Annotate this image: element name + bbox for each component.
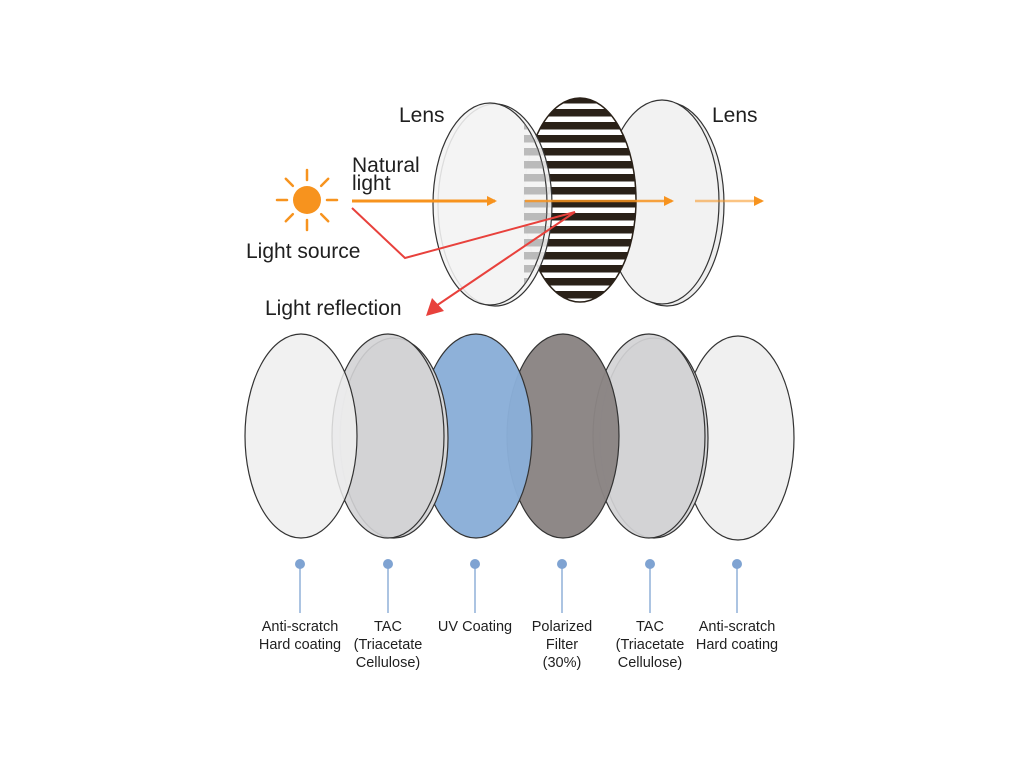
layer-label-line: Cellulose) bbox=[618, 655, 682, 671]
layer-label-line: Polarized bbox=[532, 619, 592, 635]
sun-icon bbox=[275, 168, 339, 232]
layer-label-line: (Triacetate bbox=[616, 637, 685, 653]
layer-pin-dot bbox=[557, 559, 567, 569]
layer-label-line: TAC bbox=[636, 619, 664, 635]
lens-left-label: Lens bbox=[399, 104, 445, 127]
layer-pin-dot bbox=[295, 559, 305, 569]
layer-label-line: Anti-scratch bbox=[699, 619, 776, 635]
light-reflection-label: Light reflection bbox=[265, 297, 402, 320]
layer-label-line: UV Coating bbox=[438, 619, 512, 635]
layer-pin-dot bbox=[732, 559, 742, 569]
layer-label: UV Coating bbox=[438, 619, 512, 635]
layer-label-line: (30%) bbox=[543, 655, 582, 671]
layer-label-line: (Triacetate bbox=[354, 637, 423, 653]
natural-light-label-line2: light bbox=[352, 172, 391, 195]
layer-label-line: Hard coating bbox=[696, 637, 778, 653]
layer-label-line: Cellulose) bbox=[356, 655, 420, 671]
layer-label-line: TAC bbox=[374, 619, 402, 635]
natural-light-label-line1: Natural bbox=[352, 154, 420, 177]
top-lens-assembly: Lens Lens Natural light Light source Lig… bbox=[246, 97, 764, 320]
layer-pin-dot bbox=[470, 559, 480, 569]
left-lens bbox=[432, 102, 553, 307]
reflection-path bbox=[351, 207, 576, 316]
layer-pin-dot bbox=[383, 559, 393, 569]
layer-disc-anti-scratch-left bbox=[244, 333, 358, 539]
layer-stack bbox=[244, 333, 795, 541]
layer-label-line: Anti-scratch bbox=[262, 619, 339, 635]
layer-pins bbox=[295, 559, 742, 613]
layer-pin-dot bbox=[645, 559, 655, 569]
reflection-arrowhead bbox=[426, 298, 444, 316]
layer-label-line: Filter bbox=[546, 637, 578, 653]
light-source-label: Light source bbox=[246, 240, 360, 263]
layer-label-line: Hard coating bbox=[259, 637, 341, 653]
lens-right-label: Lens bbox=[712, 104, 758, 127]
